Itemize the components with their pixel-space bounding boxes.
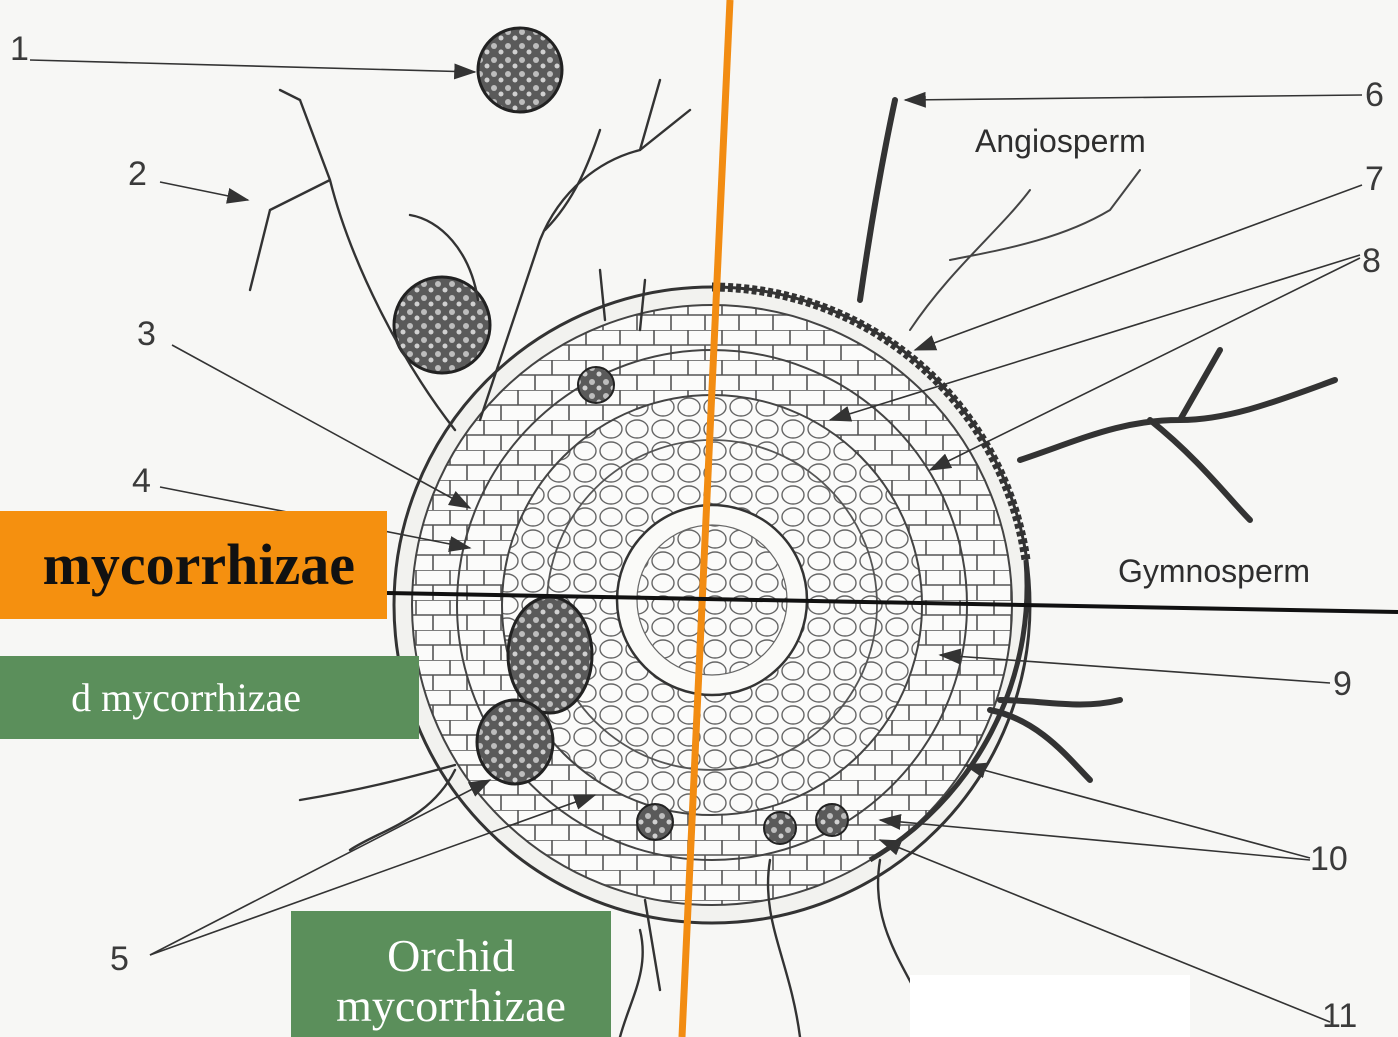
blank-patch [910, 975, 1190, 1037]
subtype-label-box: d mycorrhizae [0, 656, 419, 739]
label-2: 2 [128, 155, 147, 193]
mycorrhizae-title-box: mycorrhizae [0, 511, 387, 619]
label-8: 8 [1362, 242, 1381, 280]
subtype-text: d mycorrhizae [71, 656, 301, 739]
label-5: 5 [110, 940, 129, 978]
angiosperm-label: Angiosperm [975, 123, 1146, 159]
label-6: 6 [1365, 76, 1384, 114]
gymnosperm-label: Gymnosperm [1118, 553, 1310, 589]
label-7: 7 [1365, 160, 1384, 198]
label-11: 11 [1322, 997, 1357, 1035]
thin-hyphae-angiosperm [910, 170, 1140, 330]
label-9: 9 [1333, 665, 1352, 703]
label-1: 1 [10, 30, 29, 68]
title-text: mycorrhizae [43, 511, 355, 619]
orchid-mycorrhizae-box: Orchid mycorrhizae [291, 911, 611, 1037]
orchid-text: Orchid mycorrhizae [336, 930, 566, 1031]
label-4: 4 [132, 462, 151, 500]
label-10: 10 [1310, 840, 1348, 878]
label-3: 3 [137, 315, 156, 353]
